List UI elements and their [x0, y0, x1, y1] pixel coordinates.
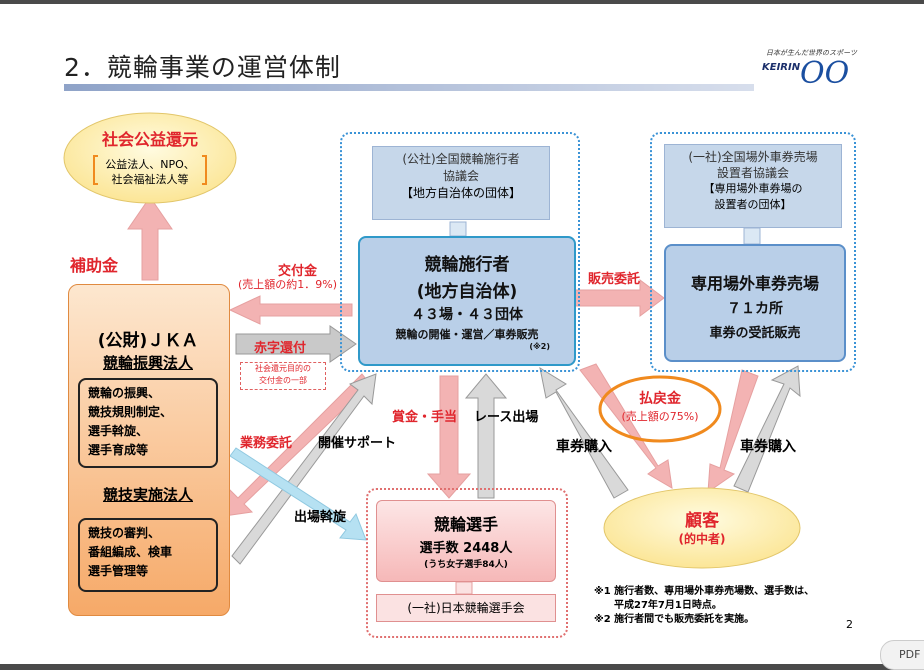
- riders-line2: 選手数 2448人: [419, 541, 513, 556]
- dispatch-label: 出場斡旋: [294, 510, 347, 525]
- payout-left-arrow: [579, 363, 673, 489]
- organizer-line2: (地方自治体): [416, 282, 518, 302]
- social-line1: 公益法人、NPO、: [105, 158, 195, 171]
- payout-highlight: [598, 375, 722, 443]
- grant-sub: (売上額の約1．9%): [238, 278, 338, 291]
- payout-sub: (売上額の75%): [621, 410, 699, 423]
- social-oval: [63, 112, 237, 204]
- riders-group-frame: [366, 488, 568, 638]
- council-line1: (公社)全国競輪施行者: [402, 152, 520, 166]
- jka-item: 選手斡旋、: [88, 424, 149, 438]
- deficit-sub2: 交付金の一部: [259, 376, 307, 385]
- buy-right-arrow: [733, 365, 801, 493]
- council-line3: 【地方自治体の団体】: [400, 186, 521, 200]
- offsite-council-box: (一社)全国場外車券売場 設置者協議会 【専用場外車券場の 設置者の団体】: [664, 144, 842, 228]
- offsite-line2: ７１カ所: [727, 301, 783, 317]
- deficit-sub1: 社会還元目的の: [255, 364, 311, 373]
- council-box: (公社)全国競輪施行者 協議会 【地方自治体の団体】: [372, 146, 550, 220]
- jka-item: 競技の審判、: [88, 526, 161, 540]
- jka-items1: 競輪の振興、 競技規則制定、 選手斡旋、 選手育成等: [88, 384, 172, 460]
- offsite-line3: 車券の受託販売: [709, 326, 801, 341]
- riders-box: 競輪選手 選手数 2448人 (うち女子選手84人): [376, 500, 556, 582]
- social-bracket-right: [202, 155, 207, 185]
- social-title: 社会公益還元: [101, 130, 198, 149]
- jka-item: 選手管理等: [88, 564, 149, 578]
- buy-left-label: 車券購入: [556, 439, 612, 455]
- organizer-box: 競輪施行者 (地方自治体) ４３場・４３団体 競輪の開催・運営／車券販売 (※2…: [358, 236, 576, 366]
- grant-label: 交付金: [278, 264, 318, 279]
- jka-item: 競輪の振興、: [88, 386, 161, 400]
- jka-line3: 競技実施法人: [102, 486, 193, 504]
- prize-arrow: [426, 375, 472, 499]
- jka-line2: 競輪振興法人: [102, 354, 193, 372]
- organizer-note: (※2): [529, 342, 550, 351]
- note-1b: 平成27年7月1日時点。: [614, 600, 722, 611]
- offsite-group-frame: [650, 132, 856, 372]
- jka-items2-frame: [78, 518, 218, 592]
- jka-line1: (公財)ＪＫＡ: [97, 331, 199, 351]
- riders-line3: (うち女子選手84人): [424, 560, 508, 570]
- riders-line1: 競輪選手: [433, 515, 498, 534]
- flow-arrows: [63, 112, 801, 595]
- race-arrow: [464, 373, 508, 499]
- note-2: ※2 施行者間でも販売委託を実施。: [594, 614, 755, 625]
- social-line2: 社会福祉法人等: [111, 173, 189, 186]
- buy-left-arrow: [539, 366, 629, 499]
- offsite-council-line2: 設置者協議会: [716, 166, 789, 180]
- sales-consign-label: 販売委託: [588, 272, 641, 287]
- payout-right-arrow: [707, 369, 759, 494]
- organizer-line4: 競輪の開催・運営／車券販売: [395, 328, 539, 341]
- pdf-button[interactable]: PDF: [880, 640, 924, 670]
- business-consign-label: 業務委託: [240, 436, 293, 451]
- customer-line1: 顧客: [685, 511, 719, 531]
- slide: 2．競輪事業の運営体制 日本が生んだ世界のスポーツ KEIRIN OO 社会公益…: [0, 4, 924, 664]
- title-underline: [64, 84, 754, 91]
- offsite-council-line1: (一社)全国場外車券売場: [688, 150, 818, 164]
- jka-item: 競技規則制定、: [88, 405, 173, 419]
- jka-box: [68, 284, 230, 616]
- note-1a: ※1 施行者数、専用場外車券売場数、選手数は、: [594, 586, 815, 597]
- race-label: レース出場: [474, 410, 539, 425]
- deficit-label: 赤字還付: [254, 341, 307, 356]
- riders-assoc: (一社)日本競輪選手会: [376, 594, 556, 622]
- deficit-sub-box: 社会還元目的の 交付金の一部: [240, 362, 326, 390]
- payout-label: 払戻金: [639, 391, 681, 407]
- offsite-council-line3: 【専用場外車券場の: [703, 182, 803, 195]
- jka-item: 番組編成、検車: [88, 545, 173, 559]
- support-label: 開催サポート: [318, 436, 397, 451]
- page-number: 2: [846, 618, 853, 631]
- buy-right-label: 車券購入: [740, 439, 796, 455]
- organizer-group-frame: [340, 132, 580, 372]
- page-title: 2．競輪事業の運営体制: [64, 53, 341, 82]
- jka-items1-frame: [78, 378, 218, 468]
- offsite-box: 専用場外車券売場 ７１カ所 車券の受託販売: [664, 244, 846, 362]
- social-bracket-left: [93, 155, 98, 185]
- organizer-line3: ４３場・４３団体: [411, 307, 523, 323]
- jka-item: 選手育成等: [88, 443, 149, 457]
- deficit-arrow: [235, 325, 357, 363]
- logo-mark: OO: [800, 56, 850, 91]
- jka-items2: 競技の審判、 番組編成、検車 選手管理等: [88, 524, 172, 581]
- dispatch-arrow: [229, 447, 367, 541]
- offsite-line1: 専用場外車券売場: [690, 274, 819, 293]
- offsite-council-line4: 設置者の団体】: [714, 198, 792, 211]
- sales-consign-arrow: [571, 279, 665, 317]
- customer-line2: (的中者): [678, 532, 726, 546]
- grant-arrow: [228, 295, 353, 325]
- customer-oval: [603, 487, 801, 569]
- subsidy-arrow: [127, 196, 173, 281]
- subsidy-label: 補助金: [70, 256, 119, 275]
- organizer-line1: 競輪施行者: [424, 255, 510, 275]
- logo-tagline: 日本が生んだ世界のスポーツ: [766, 49, 857, 57]
- council-line2: 協議会: [442, 169, 479, 183]
- logo-keirin: KEIRIN: [762, 62, 801, 73]
- support-arrow: [231, 373, 377, 565]
- prize-label: 賞金・手当: [392, 410, 458, 425]
